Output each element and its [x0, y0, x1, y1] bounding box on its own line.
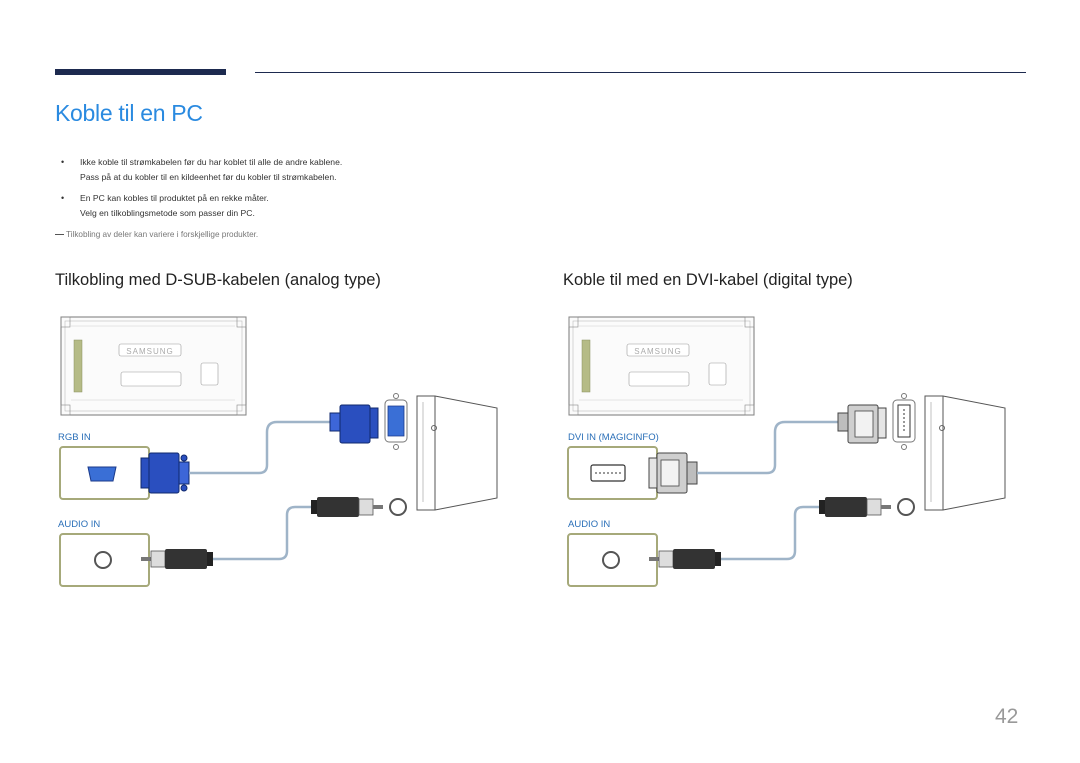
- bullet-item: En PC kan kobles til produktet på en rek…: [60, 191, 342, 221]
- header-accent-bar: [55, 69, 226, 75]
- section-heading-digital: Koble til med en DVI-kabel (digital type…: [563, 271, 853, 289]
- bullet-line: Ikke koble til strømkabelen før du har k…: [80, 157, 343, 167]
- digital-connection-diagram: SAMSUNG DVI IN (MAGICINFO) AUDIO IN: [567, 316, 1006, 587]
- audio-in-label: AUDIO IN: [568, 519, 610, 530]
- rgb-in-port: [59, 446, 150, 500]
- note: Tilkobling av deler kan variere i forskj…: [55, 230, 258, 239]
- vga-plug-pc: [329, 404, 379, 444]
- note-dash: [55, 234, 64, 236]
- analog-connection-diagram: SAMSUNG RGB IN AUDIO IN: [58, 316, 498, 587]
- audio-in-port: [567, 533, 658, 587]
- dvi-plug-display: [648, 452, 698, 494]
- brand-logo: SAMSUNG: [126, 347, 173, 356]
- dvi-in-label: DVI IN (MAGICINFO): [568, 432, 659, 443]
- brand-logo: SAMSUNG: [634, 347, 681, 356]
- bullet-item: Ikke koble til strømkabelen før du har k…: [60, 155, 342, 185]
- page-title: Koble til en PC: [55, 100, 203, 126]
- pc-audio-jack: [897, 498, 915, 516]
- bullet-list: Ikke koble til strømkabelen før du har k…: [60, 155, 342, 227]
- pc-tower: [924, 395, 1006, 511]
- display-back-panel: SAMSUNG: [568, 316, 755, 416]
- dvi-in-port: [567, 446, 658, 500]
- pc-vga-port: [384, 393, 408, 450]
- pc-dvi-port: [892, 393, 916, 450]
- dvi-plug-pc: [837, 404, 887, 444]
- page-number: 42: [995, 705, 1019, 728]
- audio-plug-display: [141, 549, 213, 569]
- vga-plug-display: [140, 452, 190, 494]
- pc-audio-jack: [389, 498, 407, 516]
- section-heading-analog: Tilkobling med D-SUB-kabelen (analog typ…: [55, 271, 381, 289]
- audio-in-label: AUDIO IN: [58, 519, 100, 530]
- audio-in-port: [59, 533, 150, 587]
- note-text: Tilkobling av deler kan variere i forskj…: [66, 230, 259, 239]
- rgb-in-label: RGB IN: [58, 432, 91, 443]
- bullet-line: En PC kan kobles til produktet på en rek…: [80, 193, 269, 203]
- audio-plug-pc: [819, 497, 891, 517]
- bullet-line: Pass på at du kobler til en kildeenhet f…: [80, 172, 337, 182]
- audio-plug-display: [649, 549, 721, 569]
- bullet-line: Velg en tilkoblingsmetode som passer din…: [80, 208, 255, 218]
- display-back-panel: SAMSUNG: [60, 316, 247, 416]
- audio-plug-pc: [311, 497, 383, 517]
- pc-tower: [416, 395, 498, 511]
- header-rule: [255, 72, 1026, 73]
